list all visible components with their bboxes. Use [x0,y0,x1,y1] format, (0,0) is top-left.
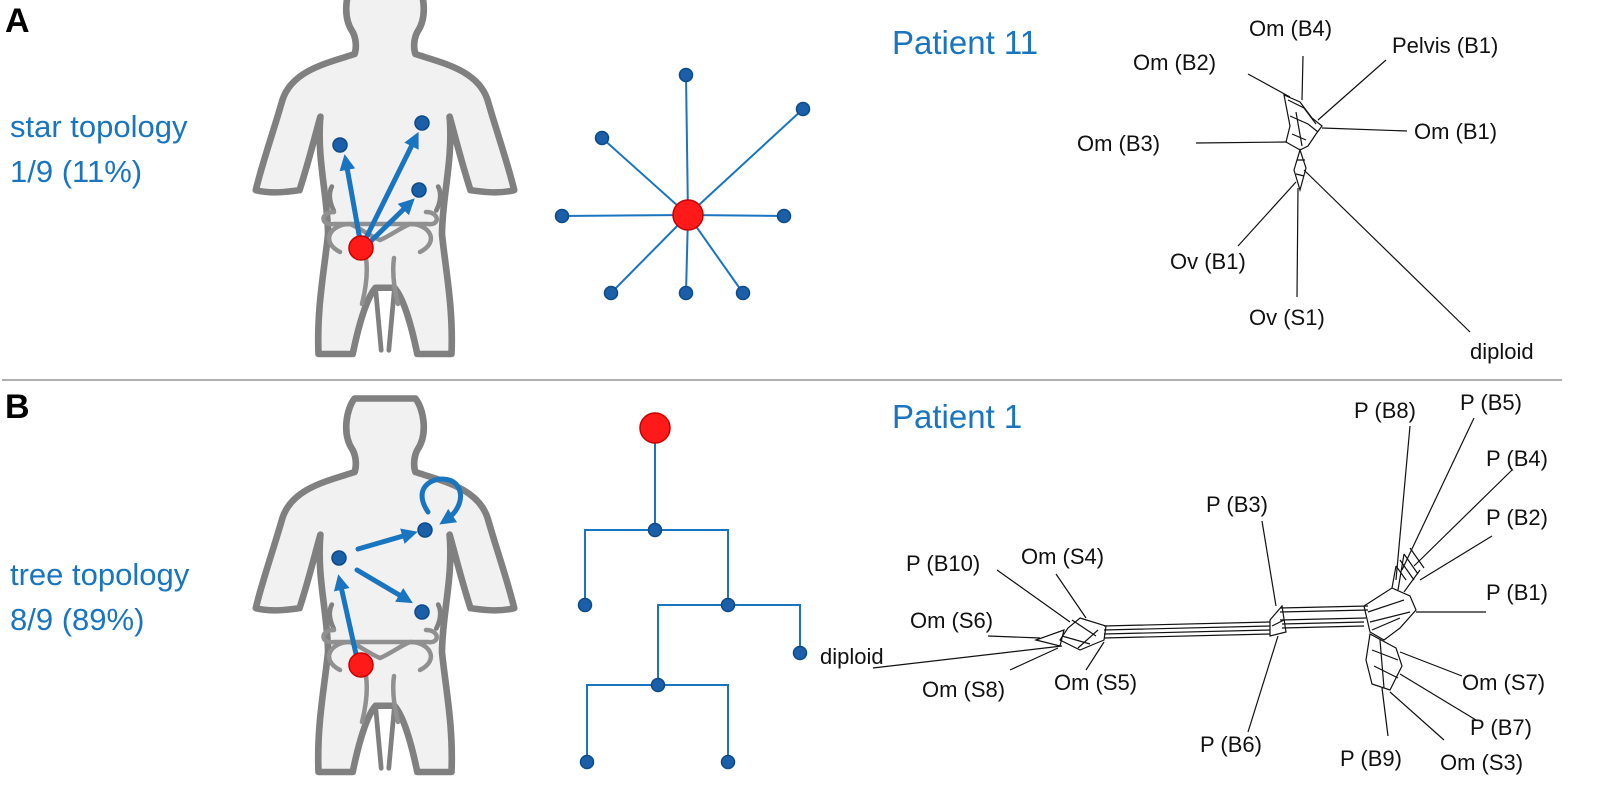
network-label-b: P (B4) [1486,446,1548,471]
panel-letter-b: B [5,388,30,426]
network-label-b: P (B10) [906,551,980,576]
spread-arrow-icon [333,574,359,657]
metastasis-site [414,604,430,620]
network-label-a: Om (B1) [1414,119,1497,144]
metastasis-site [332,137,348,153]
self-loop-arrow-icon [419,476,463,525]
spread-arrow-icon [355,528,418,552]
network-label-b: P (B8) [1354,398,1416,423]
patient-title-b: Patient 1 [892,398,1022,435]
spread-arrow-icon [354,567,413,604]
network-label-b: diploid [820,644,884,669]
tree-topology-graph [577,412,808,770]
network-label-b: P (B6) [1200,732,1262,757]
network-label-b: P (B5) [1460,390,1522,415]
network-label-a: Ov (S1) [1249,305,1325,330]
topology-name-b: tree topology [10,557,190,592]
metastasis-site [417,522,433,538]
metastasis-site [414,115,430,131]
uterus-icon [321,209,439,307]
patient-title-a: Patient 11 [892,24,1038,61]
topology-name-a: star topology [10,109,188,144]
network-label-b: P (B7) [1470,715,1532,740]
spread-arrow-icon [362,131,419,243]
network-label-a: Om (B2) [1133,50,1216,75]
network-label-b: Om (S7) [1462,670,1545,695]
metastasis-site [411,182,427,198]
topology-stat-b: 8/9 (89%) [10,602,144,637]
network-label-b: Om (S8) [922,677,1005,702]
network-label-a: Om (B4) [1249,16,1332,41]
network-label-b: P (B3) [1206,492,1268,517]
metastasis-site [331,550,347,566]
spread-arrow-icon [339,154,363,243]
network-label-a: Pelvis (B1) [1392,33,1498,58]
network-label-b: Om (S5) [1054,670,1137,695]
network-label-a: Om (B3) [1077,131,1160,156]
topology-stat-a: 1/9 (11%) [10,154,142,189]
phylo-network-a [1195,55,1471,333]
spread-arrow-icon [367,198,415,245]
uterus-icon [321,627,439,725]
network-label-b: Om (S3) [1440,750,1523,775]
star-topology-graph [554,67,811,301]
panel-letter-a: A [5,2,30,40]
network-label-a: diploid [1470,339,1534,364]
network-label-b: P (B1) [1486,580,1548,605]
network-label-b: Om (S6) [910,608,993,633]
network-label-b: P (B9) [1340,746,1402,771]
phylo-network-b [872,417,1513,741]
network-label-b: P (B2) [1486,505,1548,530]
primary-tumor [348,235,374,261]
primary-tumor [348,652,374,678]
network-label-a: Ov (B1) [1170,249,1246,274]
body-silhouette-icon [256,0,514,354]
network-label-b: Om (S4) [1021,544,1104,569]
